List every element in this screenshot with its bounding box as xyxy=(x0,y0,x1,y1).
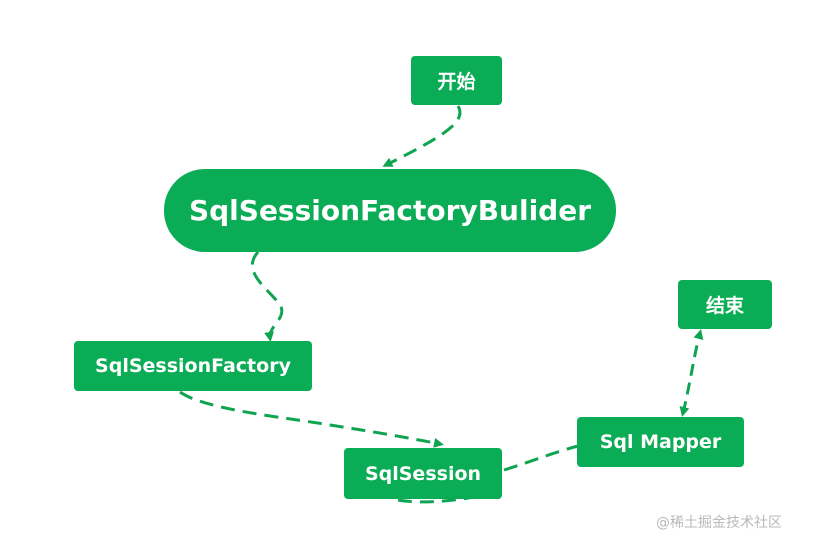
edge-start-to-builder xyxy=(382,105,462,167)
edge-factory-to-session xyxy=(179,390,444,448)
node-sqlsessionfactorybuilder: SqlSessionFactoryBulider xyxy=(164,169,616,252)
node-sql-mapper: Sql Mapper xyxy=(577,417,744,467)
node-start: 开始 xyxy=(411,56,502,105)
watermark: @稀土掘金技术社区 xyxy=(656,515,782,531)
node-sqlsessionfactory: SqlSessionFactory xyxy=(74,341,312,391)
edge-mapper-to-end xyxy=(679,329,704,417)
edge-builder-to-factory xyxy=(250,250,284,342)
edge-session-to-mapper xyxy=(503,444,579,472)
node-sqlsession: SqlSession xyxy=(344,448,502,499)
node-end: 结束 xyxy=(678,280,772,329)
